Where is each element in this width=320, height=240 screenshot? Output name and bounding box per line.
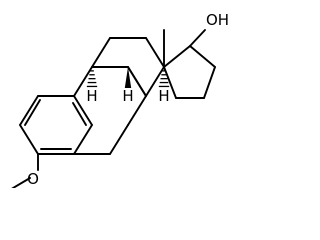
chemical-structure: O OH H H H <box>11 11 229 188</box>
hydroxyl-bond <box>189 29 206 47</box>
bond <box>73 124 93 155</box>
bond <box>91 37 111 68</box>
stereo-h-8-label: H <box>122 87 133 105</box>
methoxy-group <box>11 153 39 188</box>
aromatic-double-bond <box>24 99 41 126</box>
bond <box>127 66 147 97</box>
bond <box>73 66 93 97</box>
bond <box>109 124 129 155</box>
ring-c <box>91 37 165 97</box>
bond <box>189 45 216 68</box>
bond <box>19 95 39 126</box>
ring-a-aromatic <box>19 95 93 155</box>
bond <box>145 37 165 68</box>
methoxy-oxygen-label: O <box>27 170 39 188</box>
aromatic-double-bond <box>72 102 87 126</box>
bond <box>73 95 93 126</box>
bond <box>163 45 191 68</box>
hydroxyl-label: OH <box>206 11 229 29</box>
stereo-hash-h14 <box>158 70 170 88</box>
ring-d <box>163 45 216 99</box>
bond <box>145 66 165 97</box>
bond <box>203 66 216 99</box>
stereo-wedge-h8 <box>124 67 132 88</box>
stereo-h-9-label: H <box>86 87 97 105</box>
bond <box>11 177 31 188</box>
stereo-hash-h9 <box>86 70 98 88</box>
bond <box>163 66 177 99</box>
stereo-h-14-label: H <box>158 87 169 105</box>
bond <box>19 124 39 155</box>
bond <box>127 95 147 126</box>
